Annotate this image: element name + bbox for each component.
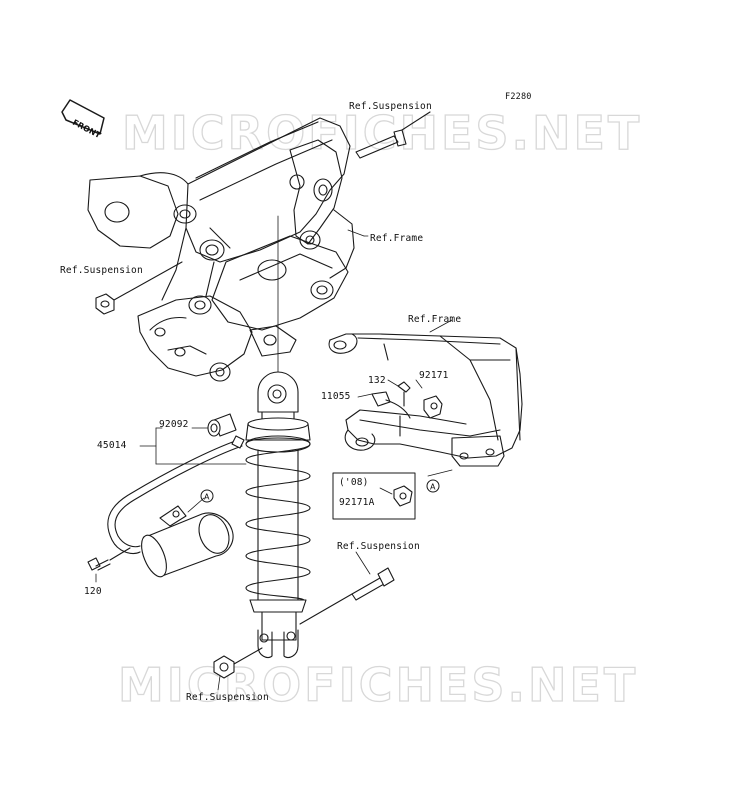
nut-upper-left-drawing (95, 261, 183, 315)
label-part-120: 120 (84, 586, 102, 597)
label-part-92171a: 92171A (339, 497, 375, 508)
leader-lines (95, 215, 453, 691)
lower-bolt-drawing (299, 567, 395, 625)
label-part-92092: 92092 (159, 419, 189, 430)
bolt-120-drawing (87, 547, 131, 571)
lower-nut-drawing (213, 647, 263, 679)
callout-a-right: A (426, 479, 440, 493)
front-arrow-icon: FRONT (61, 99, 105, 140)
label-ref-suspension-mid: Ref.Suspension (337, 541, 420, 552)
label-ref-frame-top: Ref.Frame (370, 233, 424, 244)
swingarm-drawing (328, 333, 523, 467)
label-part-11055: 11055 (321, 391, 351, 402)
label-ref-suspension-left: Ref.Suspension (60, 265, 143, 276)
watermark-bottom: MICROFICHES.NET (117, 657, 639, 712)
watermark-top: MICROFICHES.NET (121, 105, 643, 160)
bushing-drawing (207, 413, 237, 437)
label-ref-frame-right: Ref.Frame (408, 314, 462, 325)
diagram-code: F2280 (505, 92, 532, 102)
label-part-45014: 45014 (97, 440, 127, 451)
label-ref-suspension-bottom: Ref.Suspension (186, 692, 269, 703)
label-inset-year: ('08) (339, 477, 369, 488)
clamp-parts-drawing (371, 381, 443, 437)
shock-absorber-drawing (245, 371, 311, 659)
svg-text:A: A (430, 483, 436, 492)
frame-drawing (87, 117, 355, 382)
label-ref-suspension-top: Ref.Suspension (349, 101, 432, 112)
top-bolt-drawing (355, 111, 431, 159)
label-part-132: 132 (368, 375, 386, 386)
label-part-92171: 92171 (419, 370, 449, 381)
callout-a-left: A (200, 489, 214, 503)
svg-text:A: A (204, 493, 210, 502)
inset-box (332, 472, 416, 520)
reservoir-hose-drawing (107, 435, 245, 578)
